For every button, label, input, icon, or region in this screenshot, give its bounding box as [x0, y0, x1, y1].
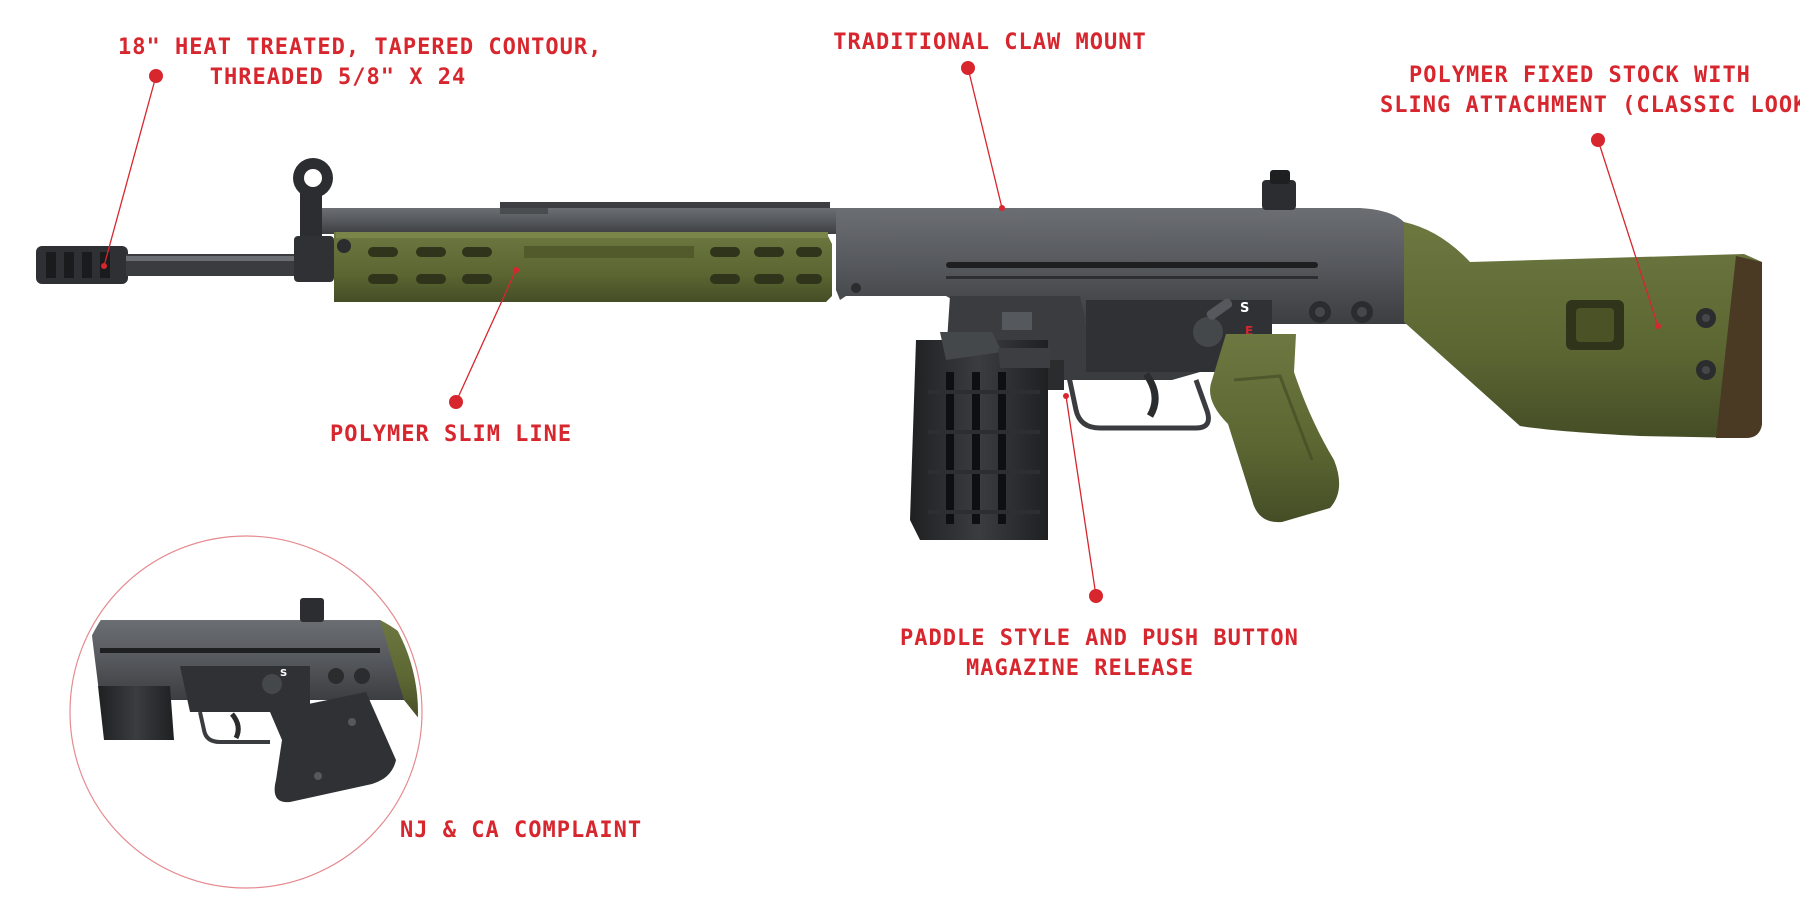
barrel-callout-line2: THREADED 5/8" X 24	[209, 65, 467, 90]
mag-release-callout-dot	[1089, 589, 1103, 603]
rear-sight	[1262, 170, 1296, 210]
mag-release-callout-line1: PADDLE STYLE AND PUSH BUTTON	[900, 626, 1299, 651]
compliant-callout-label: NJ & CA COMPLAINT	[400, 816, 643, 846]
stock-callout-line1: POLYMER FIXED STOCK WITH	[1409, 63, 1751, 88]
pistol-grip	[1210, 334, 1340, 523]
stock-callout-label: POLYMER FIXED STOCK WITH SLING ATTACHMEN…	[1380, 61, 1800, 121]
selector-semi-mark: E	[1245, 324, 1253, 338]
stock-callout-dot	[1591, 133, 1605, 147]
callout-leaders	[103, 67, 1659, 597]
cocking-tube	[322, 208, 842, 234]
rifle: S E F	[36, 158, 1762, 540]
handguard-callout-line1: POLYMER SLIM LINE	[330, 422, 573, 447]
stock-callout-line2: SLING ATTACHMENT (CLASSIC LOOK)	[1380, 93, 1800, 118]
compliant-fin-grip	[270, 692, 396, 803]
mag-release-callout-label: PADDLE STYLE AND PUSH BUTTON MAGAZINE RE…	[900, 624, 1299, 684]
receiver	[836, 170, 1410, 324]
selector-safe-mark: S	[1240, 301, 1249, 316]
barrel-callout-label: 18" HEAT TREATED, TAPERED CONTOUR, THREA…	[118, 33, 603, 93]
handguard-callout-label: POLYMER SLIM LINE	[330, 420, 573, 450]
mag-release-callout-line2: MAGAZINE RELEASE	[966, 656, 1194, 681]
mount-callout-dot	[961, 61, 975, 75]
mount-callout-label: TRADITIONAL CLAW MOUNT	[830, 28, 1150, 58]
barrel-callout-dot	[149, 69, 163, 83]
butt-stock	[1404, 222, 1762, 438]
front-sight	[293, 158, 334, 282]
handguard-callout-dot	[449, 395, 463, 409]
barrel-callout-line1: 18" HEAT TREATED, TAPERED CONTOUR,	[118, 35, 603, 60]
mount-callout-line1: TRADITIONAL CLAW MOUNT	[833, 30, 1147, 55]
compliant-grip-inset: S	[69, 535, 423, 889]
inset-selector-safe-mark: S	[280, 668, 287, 679]
mag-release-paddle	[1048, 360, 1064, 390]
compliant-callout-line1: NJ & CA COMPLAINT	[400, 818, 643, 843]
magazine	[910, 332, 1050, 540]
handguard	[334, 232, 832, 302]
callout-dots	[101, 61, 1661, 603]
muzzle-device	[36, 246, 128, 284]
